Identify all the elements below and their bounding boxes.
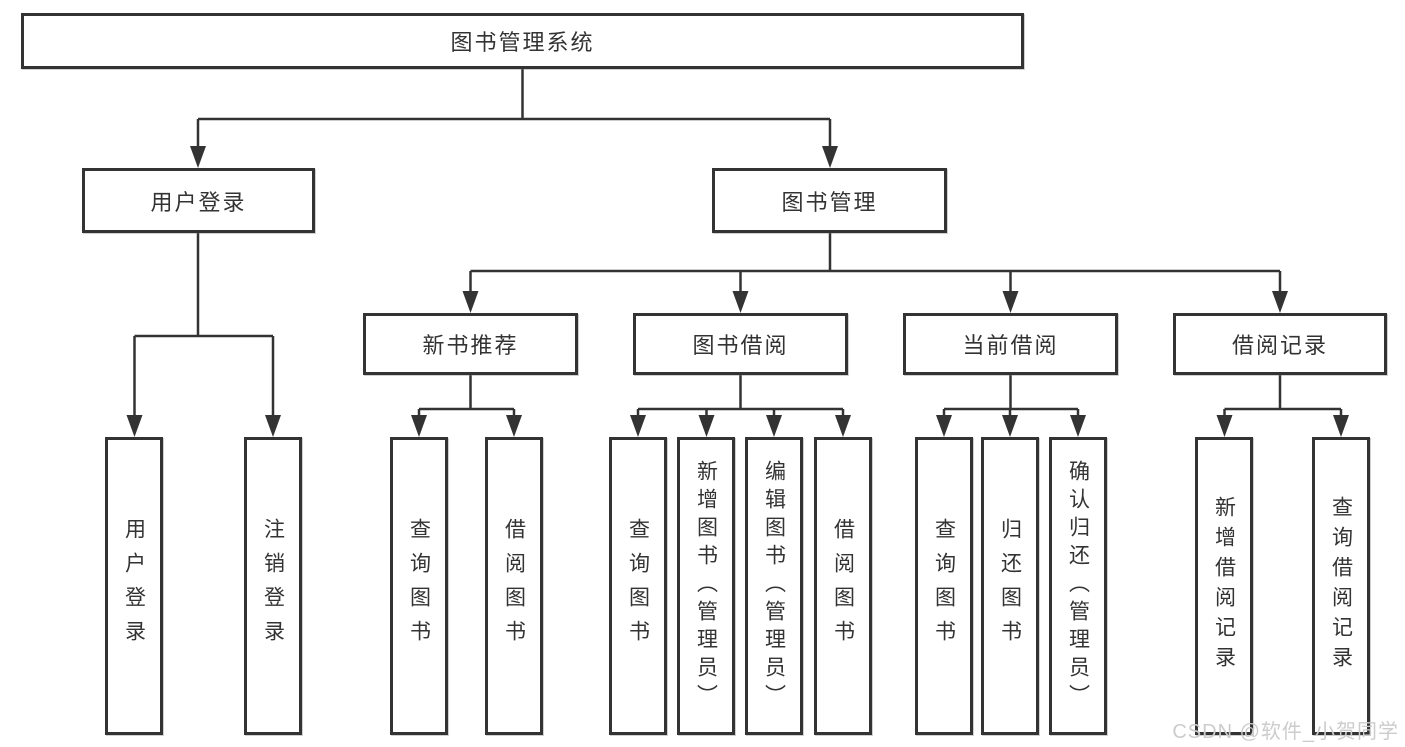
node-new-book-recommend-label: 新书推荐 bbox=[422, 333, 519, 358]
leaf-add-borrow-record: 新增借阅记录 bbox=[1195, 437, 1253, 735]
leaf-query-book-1-label: 查询图书 bbox=[407, 518, 431, 654]
leaf-borrow-book-2: 借阅图书 bbox=[814, 437, 872, 735]
node-current-borrow-label: 当前借阅 bbox=[962, 333, 1059, 358]
node-borrow-records-label: 借阅记录 bbox=[1231, 333, 1328, 358]
leaf-query-book-2: 查询图书 bbox=[609, 437, 667, 735]
leaf-query-book-3-label: 查询图书 bbox=[932, 518, 956, 654]
node-user-login-label: 用户登录 bbox=[150, 189, 247, 215]
node-book-management-label: 图书管理 bbox=[781, 189, 878, 215]
leaf-add-book-admin-label: 新增图书（管理员） bbox=[694, 460, 718, 712]
leaf-confirm-return-admin: 确认归还（管理员） bbox=[1049, 437, 1107, 735]
node-user-login: 用户登录 bbox=[82, 168, 315, 233]
leaf-borrow-book-1-label: 借阅图书 bbox=[502, 518, 526, 654]
leaf-logout: 注销登录 bbox=[244, 437, 302, 735]
leaf-edit-book-admin: 编辑图书（管理员） bbox=[745, 437, 803, 735]
node-current-borrow: 当前借阅 bbox=[903, 313, 1118, 375]
node-borrow-records: 借阅记录 bbox=[1173, 313, 1387, 375]
watermark: CSDN @软件_小贺同学 bbox=[1172, 721, 1399, 743]
leaf-add-borrow-record-label: 新增借阅记录 bbox=[1212, 496, 1236, 676]
node-book-management: 图书管理 bbox=[712, 168, 947, 233]
leaf-user-login-label: 用户登录 bbox=[122, 518, 146, 654]
leaf-add-book-admin: 新增图书（管理员） bbox=[677, 437, 735, 735]
node-new-book-recommend: 新书推荐 bbox=[363, 313, 578, 375]
node-root-label: 图书管理系统 bbox=[450, 30, 595, 55]
leaf-query-borrow-record: 查询借阅记录 bbox=[1312, 437, 1370, 735]
leaf-query-book-2-label: 查询图书 bbox=[626, 518, 650, 654]
node-root: 图书管理系统 bbox=[21, 13, 1024, 69]
leaf-query-borrow-record-label: 查询借阅记录 bbox=[1329, 496, 1353, 676]
leaf-logout-label: 注销登录 bbox=[261, 518, 285, 654]
leaf-query-book-3: 查询图书 bbox=[915, 437, 973, 735]
node-book-borrow: 图书借阅 bbox=[633, 313, 848, 375]
leaf-return-book-label: 归还图书 bbox=[998, 518, 1022, 654]
leaf-borrow-book-2-label: 借阅图书 bbox=[831, 518, 855, 654]
arrowheads bbox=[126, 146, 1349, 437]
leaf-query-book-1: 查询图书 bbox=[390, 437, 448, 735]
leaf-user-login: 用户登录 bbox=[105, 437, 163, 735]
node-book-borrow-label: 图书借阅 bbox=[692, 333, 789, 358]
leaf-return-book: 归还图书 bbox=[981, 437, 1039, 735]
leaf-borrow-book-1: 借阅图书 bbox=[485, 437, 543, 735]
leaf-confirm-return-admin-label: 确认归还（管理员） bbox=[1066, 460, 1090, 712]
leaf-edit-book-admin-label: 编辑图书（管理员） bbox=[762, 460, 786, 712]
